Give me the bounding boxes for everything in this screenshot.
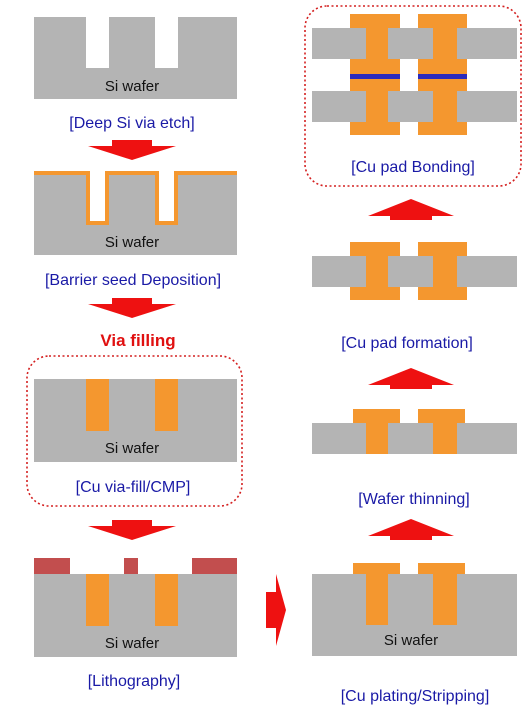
caption-lithography: [Lithography] bbox=[88, 673, 181, 690]
panel-barrier-seed: Si wafer bbox=[34, 171, 237, 255]
via-filling-label: Via filling bbox=[100, 331, 175, 350]
cu-pillar-right bbox=[418, 563, 465, 625]
arrow-up-icon bbox=[368, 199, 454, 220]
wafer-etched bbox=[34, 17, 237, 99]
cu-pad-top-right bbox=[418, 14, 467, 74]
highlight-box-via-fill bbox=[26, 355, 243, 507]
panel-deep-etch: Si wafer bbox=[34, 17, 237, 99]
panel-cu-pad-formation bbox=[312, 242, 517, 300]
caption-cu-pad-formation: [Cu pad formation] bbox=[341, 335, 473, 352]
arrow-up-icon bbox=[368, 368, 454, 389]
cu-pad-top-left bbox=[350, 14, 400, 74]
barrier-seed-layer bbox=[34, 171, 237, 225]
panel-wafer-thinning bbox=[312, 409, 517, 454]
caption-cu-plating: [Cu plating/Stripping] bbox=[341, 688, 490, 705]
wafer bbox=[312, 574, 517, 656]
wafer-with-barrier bbox=[34, 173, 237, 255]
wafer-label: Si wafer bbox=[105, 635, 159, 652]
panel-lithography: Si wafer bbox=[34, 558, 237, 657]
resist-left bbox=[34, 558, 70, 574]
cu-pad-left bbox=[350, 242, 400, 300]
cu-via-left bbox=[86, 379, 109, 431]
wafer bbox=[34, 574, 237, 657]
bond-layer-right bbox=[418, 74, 467, 79]
wafer-top bbox=[312, 28, 517, 59]
highlight-box-bonding bbox=[304, 5, 522, 187]
cu-pillar-left bbox=[353, 409, 400, 454]
cu-via-left bbox=[86, 574, 109, 626]
wafer-bottom bbox=[312, 91, 517, 122]
panel-cu-pad-bonding bbox=[312, 14, 517, 135]
caption-cu-via-fill: [Cu via-fill/CMP] bbox=[76, 479, 191, 496]
caption-barrier-seed: [Barrier seed Deposition] bbox=[45, 272, 221, 289]
cu-pad-right bbox=[418, 242, 467, 300]
cu-pillar-right bbox=[418, 409, 465, 454]
wafer-label: Si wafer bbox=[105, 78, 159, 95]
cu-pad-bottom-left bbox=[350, 79, 400, 135]
arrow-right-icon bbox=[266, 574, 286, 646]
resist-right bbox=[192, 558, 237, 574]
arrow-up-icon bbox=[368, 519, 454, 540]
wafer bbox=[34, 379, 237, 462]
arrow-down-icon bbox=[88, 140, 176, 160]
wafer-label: Si wafer bbox=[105, 234, 159, 251]
cu-pillar-left bbox=[353, 563, 400, 625]
caption-wafer-thinning: [Wafer thinning] bbox=[358, 491, 469, 508]
wafer bbox=[312, 423, 517, 454]
arrow-down-icon bbox=[88, 298, 176, 318]
bond-layer-left bbox=[350, 74, 400, 79]
wafer bbox=[312, 256, 517, 287]
panel-cu-via-fill: Si wafer bbox=[34, 379, 237, 462]
cu-via-right bbox=[155, 379, 178, 431]
caption-deep-etch: [Deep Si via etch] bbox=[69, 115, 194, 132]
cu-pad-bottom-right bbox=[418, 79, 467, 135]
cu-via-right bbox=[155, 574, 178, 626]
panel-cu-plating: Si wafer bbox=[312, 563, 517, 656]
wafer-label: Si wafer bbox=[105, 440, 159, 457]
resist-middle bbox=[124, 558, 138, 574]
caption-cu-pad-bonding: [Cu pad Bonding] bbox=[351, 159, 475, 176]
arrow-down-icon bbox=[88, 520, 176, 540]
wafer-label: Si wafer bbox=[384, 632, 438, 649]
